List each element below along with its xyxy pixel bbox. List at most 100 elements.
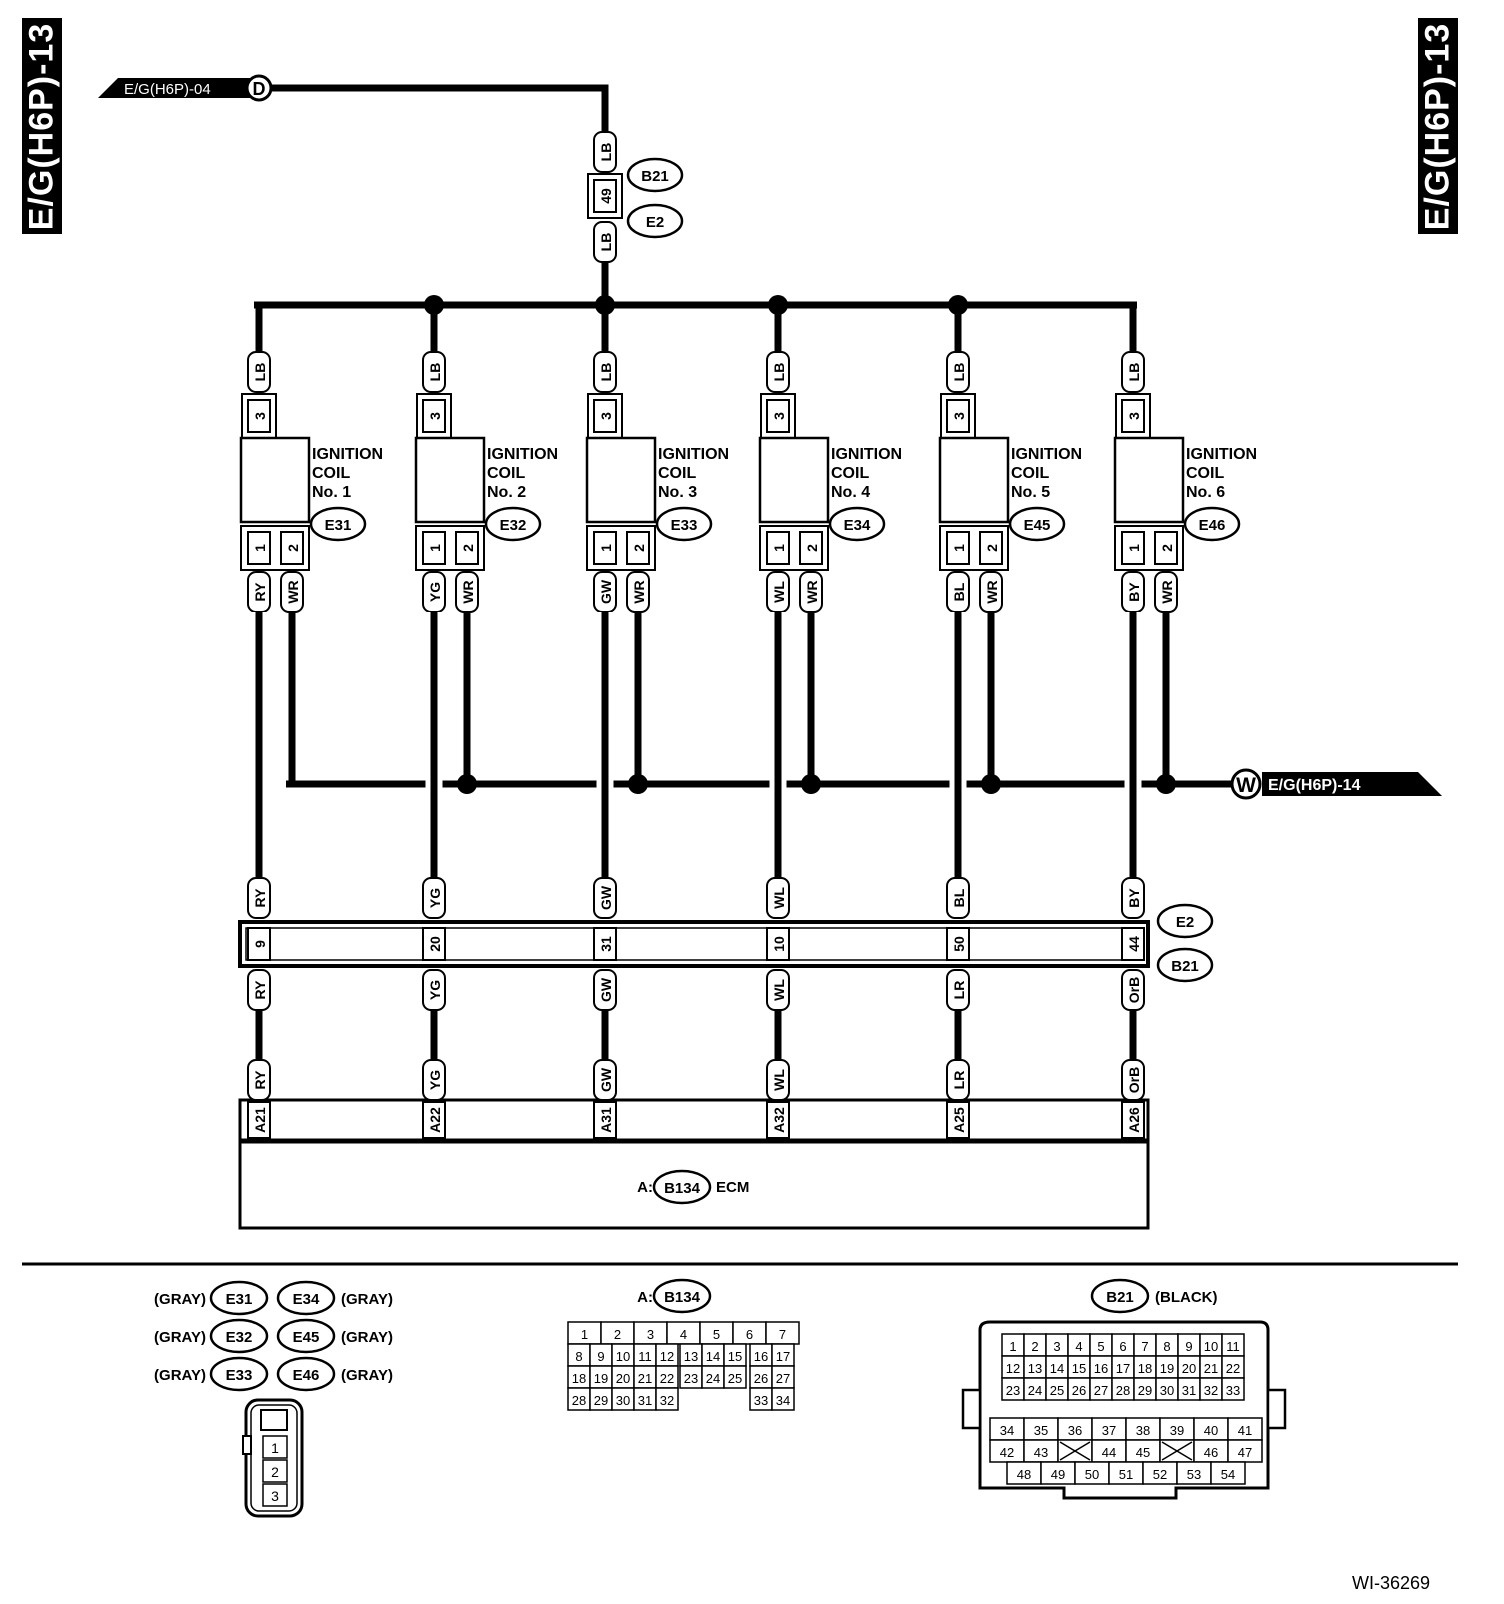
- coil-number: No. 5: [1011, 484, 1050, 501]
- signal-wire-label-b21: LR: [951, 981, 967, 1000]
- legend-coil-connector-badge: [209, 1318, 269, 1354]
- pin3-cell: [946, 399, 970, 433]
- signal-wire-label-b21: YG: [427, 980, 443, 1000]
- b21-face-pin: 18: [1138, 1361, 1152, 1376]
- signal-wire-label-top: RY: [252, 582, 268, 602]
- b21-face-pin: 6: [1119, 1339, 1126, 1354]
- ecm-wire-label-box: [766, 1059, 790, 1101]
- pin3-cell: [422, 399, 446, 433]
- joint-pin-number: 44: [1126, 936, 1142, 952]
- joint-e2-badge: [1156, 903, 1214, 939]
- pin2-number: 2: [1159, 544, 1175, 552]
- joint-b21-badge: [1156, 947, 1214, 983]
- pin2-cell: [979, 531, 1003, 565]
- coil-connector-id: E45: [1024, 517, 1051, 534]
- b21-face-pin: 26: [1072, 1383, 1086, 1398]
- coil-connector-id: E46: [1199, 517, 1226, 534]
- legend-coil-connector: E45: [293, 1329, 320, 1346]
- b21-face-pin: 41: [1238, 1423, 1252, 1438]
- b21-face-pin: 4: [1075, 1339, 1082, 1354]
- b21-empty-cavity-mark: [1161, 1441, 1193, 1461]
- b21-face-pin: 29: [1138, 1383, 1152, 1398]
- ecm-face-pin: 29: [594, 1393, 608, 1408]
- ecm-face-pin: 2: [614, 1327, 621, 1342]
- ecm-face-pin: 4: [680, 1327, 687, 1342]
- legend-coil-color: (GRAY): [341, 1329, 393, 1346]
- signal-wire-label-e2: WL: [771, 887, 787, 909]
- joint-b21: B21: [1171, 958, 1199, 975]
- ground-wire-label: WR: [984, 580, 1000, 603]
- pin3-number: 3: [598, 412, 614, 420]
- supply-wire-label-lower: LB: [598, 233, 614, 252]
- coil-title: IGNITION: [312, 446, 383, 463]
- ecm-face-pin: 14: [706, 1349, 720, 1364]
- ecm-face-pin: 5: [713, 1327, 720, 1342]
- ecm-face-pin: 16: [754, 1349, 768, 1364]
- pin2-cell: [799, 531, 823, 565]
- coil-connector-id: E34: [844, 517, 871, 534]
- b21-face-pin-cell: [1221, 1377, 1245, 1401]
- supply-junction-dot: [948, 295, 968, 315]
- b21-face-pin: 21: [1204, 1361, 1218, 1376]
- signal-wire-label-e2-box: [766, 877, 790, 919]
- signal-wire-label-top: GW: [598, 579, 614, 604]
- b21-face-pin: 46: [1204, 1445, 1218, 1460]
- ground-wire-label: WR: [631, 580, 647, 603]
- pin2-number: 2: [984, 544, 1000, 552]
- signal-wire-label-e2-box: [1121, 877, 1145, 919]
- b21-face-pin: 5: [1097, 1339, 1104, 1354]
- supply-junction-dot: [595, 295, 615, 315]
- pin1-cell: [766, 531, 790, 565]
- ignition-coil-body: [938, 436, 1010, 524]
- supply-junction-dot: [424, 295, 444, 315]
- ecm-pin-number: A32: [771, 1107, 787, 1133]
- ground-junction-dot: [628, 774, 648, 794]
- to-letter: W: [1236, 774, 1256, 797]
- ecm-pin-cell: [422, 1101, 446, 1139]
- legend-coil-color: (GRAY): [154, 1329, 206, 1346]
- ecm-pin-number: A31: [598, 1107, 614, 1133]
- pin2-number: 2: [460, 544, 476, 552]
- b21-face-pin: 19: [1160, 1361, 1174, 1376]
- pin3-cell: [247, 399, 271, 433]
- legend-coil-connector-badge: [276, 1356, 336, 1392]
- ecm-face-pin: 8: [575, 1349, 582, 1364]
- pin2-cell: [1154, 531, 1178, 565]
- supply-wire-label-upper: LB: [598, 143, 614, 162]
- ignition-coil-body: [239, 436, 311, 524]
- ecm-wire-label-box: [1121, 1059, 1145, 1101]
- signal-wire-label-e2: BL: [951, 888, 967, 907]
- b21-face-pin: 52: [1153, 1467, 1167, 1482]
- b21-face-pin: 39: [1170, 1423, 1184, 1438]
- legend-coil-connector-badge: [209, 1356, 269, 1392]
- ecm-wire-label: OrB: [1126, 1067, 1142, 1093]
- b21-face-pin: 3: [1053, 1339, 1060, 1354]
- legend-coil-connector: E32: [226, 1329, 253, 1346]
- b21-face-pin: 49: [1051, 1467, 1065, 1482]
- ecm-wire-label-box: [247, 1059, 271, 1101]
- b21-face-pin: 28: [1116, 1383, 1130, 1398]
- ecm-face-pin: 6: [746, 1327, 753, 1342]
- coil-connector-latch: [260, 1409, 288, 1431]
- legend-coil-connector: E33: [226, 1367, 253, 1384]
- ground-wire-label: WR: [1159, 580, 1175, 603]
- pin3-number: 3: [252, 412, 268, 420]
- pin2-number: 2: [285, 544, 301, 552]
- joint-pin-cell: [247, 927, 271, 961]
- ecm-face-pin: 26: [754, 1371, 768, 1386]
- coil-connector-id: E31: [325, 517, 352, 534]
- ecm-face-pin: 7: [779, 1327, 786, 1342]
- b21-face-pin: 24: [1028, 1383, 1042, 1398]
- ecm-face-pin: 18: [572, 1371, 586, 1386]
- ecm-face-pin: 3: [647, 1327, 654, 1342]
- legend-coil-color: (GRAY): [154, 1291, 206, 1308]
- ground-wire-label: WR: [460, 580, 476, 603]
- ecm-wire-label-box: [946, 1059, 970, 1101]
- b21-face-pin: 14: [1050, 1361, 1064, 1376]
- coil-connector-id-badge: [828, 506, 886, 542]
- pin3-wire-label: LB: [598, 363, 614, 382]
- from-label: E/G(H6P)-04: [124, 81, 211, 98]
